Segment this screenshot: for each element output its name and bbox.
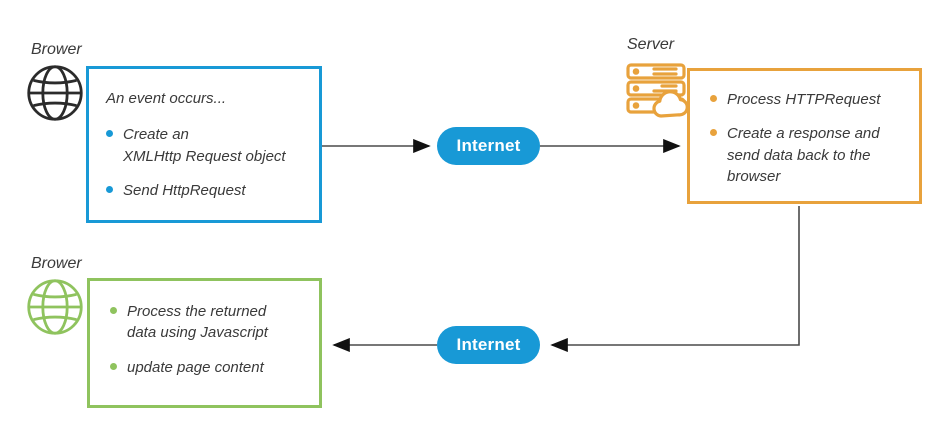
bullet-dot <box>106 185 113 193</box>
server-label: Server <box>627 36 675 53</box>
bullet-dot <box>710 129 717 137</box>
list-item: Create a response and send data back to … <box>710 123 913 187</box>
browser-response-box: Process the returned data using Javascri… <box>87 278 322 408</box>
globe-icon <box>25 277 85 337</box>
bullet-dot <box>106 130 113 138</box>
browser-top-label: Brower <box>31 41 82 58</box>
browser-bottom-label: Brower <box>31 255 82 272</box>
internet-node-bottom: Internet <box>437 326 540 364</box>
globe-icon <box>25 63 85 123</box>
list-item: Create an XMLHttp Request object <box>106 124 311 167</box>
bullet-text: Create an XMLHttp Request object <box>123 126 286 165</box>
list-item: Process the returned data using Javascri… <box>110 301 313 344</box>
arrow-server-to-internet <box>550 206 800 353</box>
list-item: Send HttpRequest <box>106 180 311 201</box>
list-item: update page content <box>110 357 313 378</box>
bullet-dot <box>710 95 717 102</box>
server-box: Process HTTPRequest Create a response an… <box>687 68 922 204</box>
bullet-text: Process the returned data using Javascri… <box>127 303 268 342</box>
server-stack-cloud-icon <box>624 60 690 124</box>
internet-node-top: Internet <box>437 127 540 165</box>
browser-request-box: An event occurs... Create an XMLHttp Req… <box>86 66 322 223</box>
event-occurs-text: An event occurs... <box>106 90 227 107</box>
bullet-text: Send HttpRequest <box>123 181 246 199</box>
list-item: Process HTTPRequest <box>710 89 913 110</box>
bullet-dot <box>110 362 117 370</box>
bullet-text: Process HTTPRequest <box>727 91 881 108</box>
bullet-text: Create a response and send data back to … <box>727 125 880 185</box>
bullet-dot <box>110 307 117 314</box>
bullet-text: update page content <box>127 358 264 376</box>
